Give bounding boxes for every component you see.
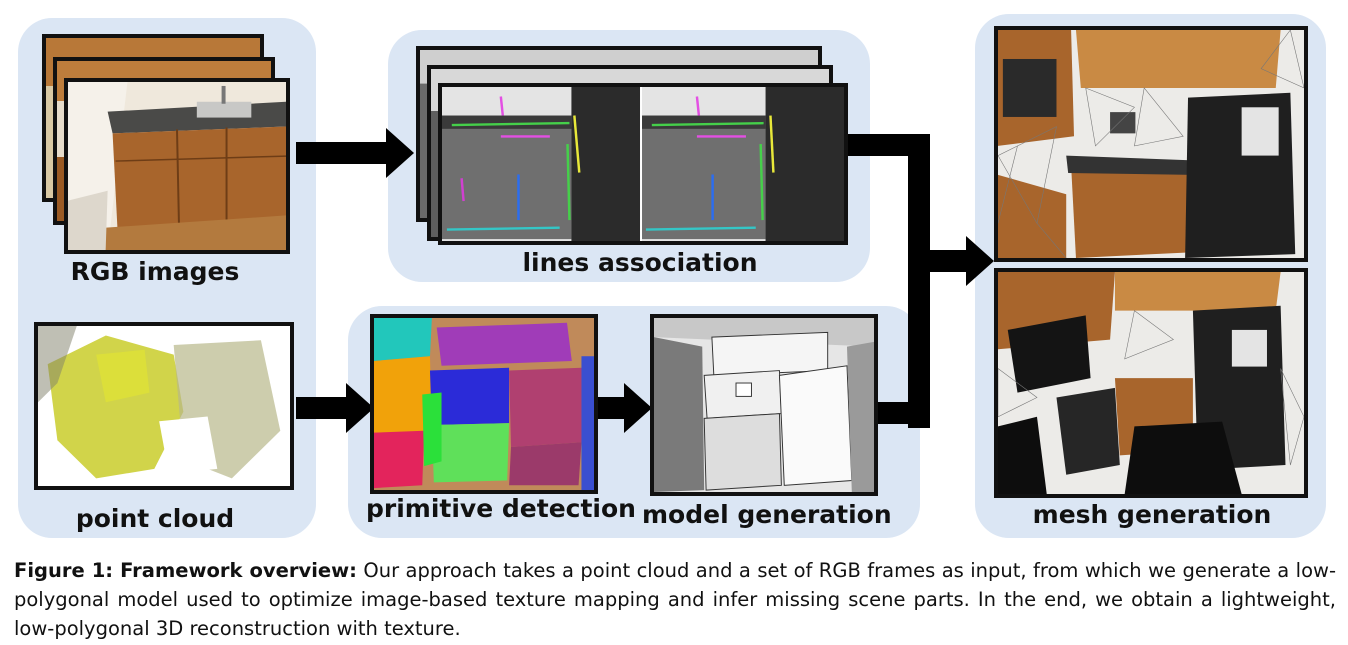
arrowhead-rgb-to-lines — [386, 128, 414, 178]
arrow-merge-to-mesh — [908, 250, 970, 272]
arrow-merge-vertical — [908, 134, 930, 428]
arrow-cloud-to-primitive — [296, 397, 348, 419]
rgb-image-front — [64, 78, 290, 254]
arrow-model-out — [876, 402, 930, 424]
arrow-primitive-to-model — [598, 397, 626, 419]
primitive-detection-image — [370, 314, 598, 494]
label-mesh-generation: mesh generation — [1032, 500, 1272, 529]
arrowhead-cloud-to-primitive — [346, 383, 374, 433]
label-model-generation: model generation — [642, 500, 892, 529]
figure-caption: Figure 1: Framework overview: Our approa… — [14, 556, 1336, 643]
model-generation-image — [650, 314, 878, 496]
label-primitive-detection: primitive detection — [366, 494, 636, 523]
mesh-image-top — [994, 26, 1308, 262]
mesh-image-bottom — [994, 268, 1308, 498]
lines-image-front — [438, 83, 848, 245]
label-rgb-images: RGB images — [70, 257, 240, 286]
label-lines-association: lines association — [522, 248, 758, 277]
point-cloud-image — [34, 322, 294, 490]
arrowhead-merge-to-mesh — [966, 236, 994, 286]
caption-prefix: Figure 1: Framework overview: — [14, 559, 357, 582]
arrow-rgb-to-lines — [296, 142, 388, 164]
arrowhead-primitive-to-model — [624, 383, 652, 433]
caption-text: Our approach takes a point cloud and a s… — [14, 559, 1336, 640]
label-point-cloud: point cloud — [75, 504, 235, 533]
